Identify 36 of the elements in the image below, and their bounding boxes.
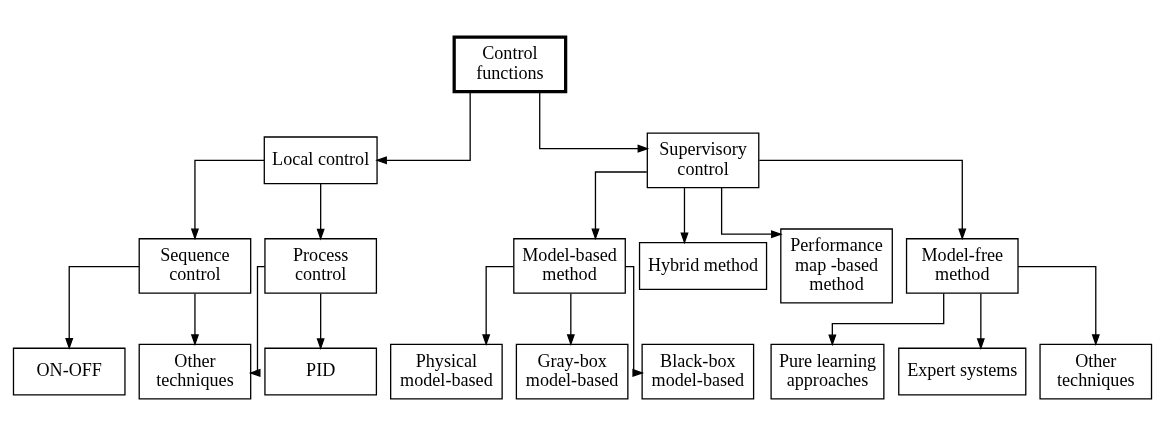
arrow — [976, 292, 985, 350]
arrow — [566, 292, 575, 346]
node-box: Other techniques — [1039, 343, 1153, 399]
node-box: Model-based method — [513, 237, 626, 294]
node-box: Model-free method — [905, 237, 1019, 294]
node-box: Sequence control — [138, 237, 252, 294]
node-box: Black-box model-based — [641, 343, 755, 399]
arrow — [316, 182, 325, 240]
arrow — [190, 159, 265, 240]
arrow — [482, 265, 515, 346]
arrow — [248, 265, 266, 377]
node-box: Expert systems — [898, 347, 1027, 396]
node-box: ON-OFF — [12, 347, 126, 396]
node-box: Hybrid method — [638, 241, 768, 290]
node-box: Supervisory control — [646, 131, 760, 188]
arrow — [65, 265, 140, 350]
arrow — [190, 292, 200, 346]
node-box: Process control — [264, 237, 378, 294]
arrow — [375, 90, 471, 164]
arrow — [720, 186, 783, 238]
node-box: Physical model-based — [390, 343, 503, 399]
node-box: PID — [264, 347, 378, 396]
arrow — [316, 292, 325, 350]
node-box: Performance map -based method — [780, 227, 893, 304]
arrow — [828, 292, 945, 346]
arrow — [624, 265, 645, 377]
node-box: Gray-box model-based — [515, 343, 629, 399]
arrow — [591, 170, 648, 240]
node-box: Other techniques — [138, 343, 252, 399]
node-box: Pure learning approaches — [770, 343, 885, 399]
node-box: Local control — [263, 135, 378, 184]
node-box: Control functions — [452, 35, 568, 93]
arrow — [758, 159, 967, 240]
arrow — [539, 90, 650, 153]
arrow — [680, 186, 689, 244]
arrow — [1017, 265, 1100, 346]
